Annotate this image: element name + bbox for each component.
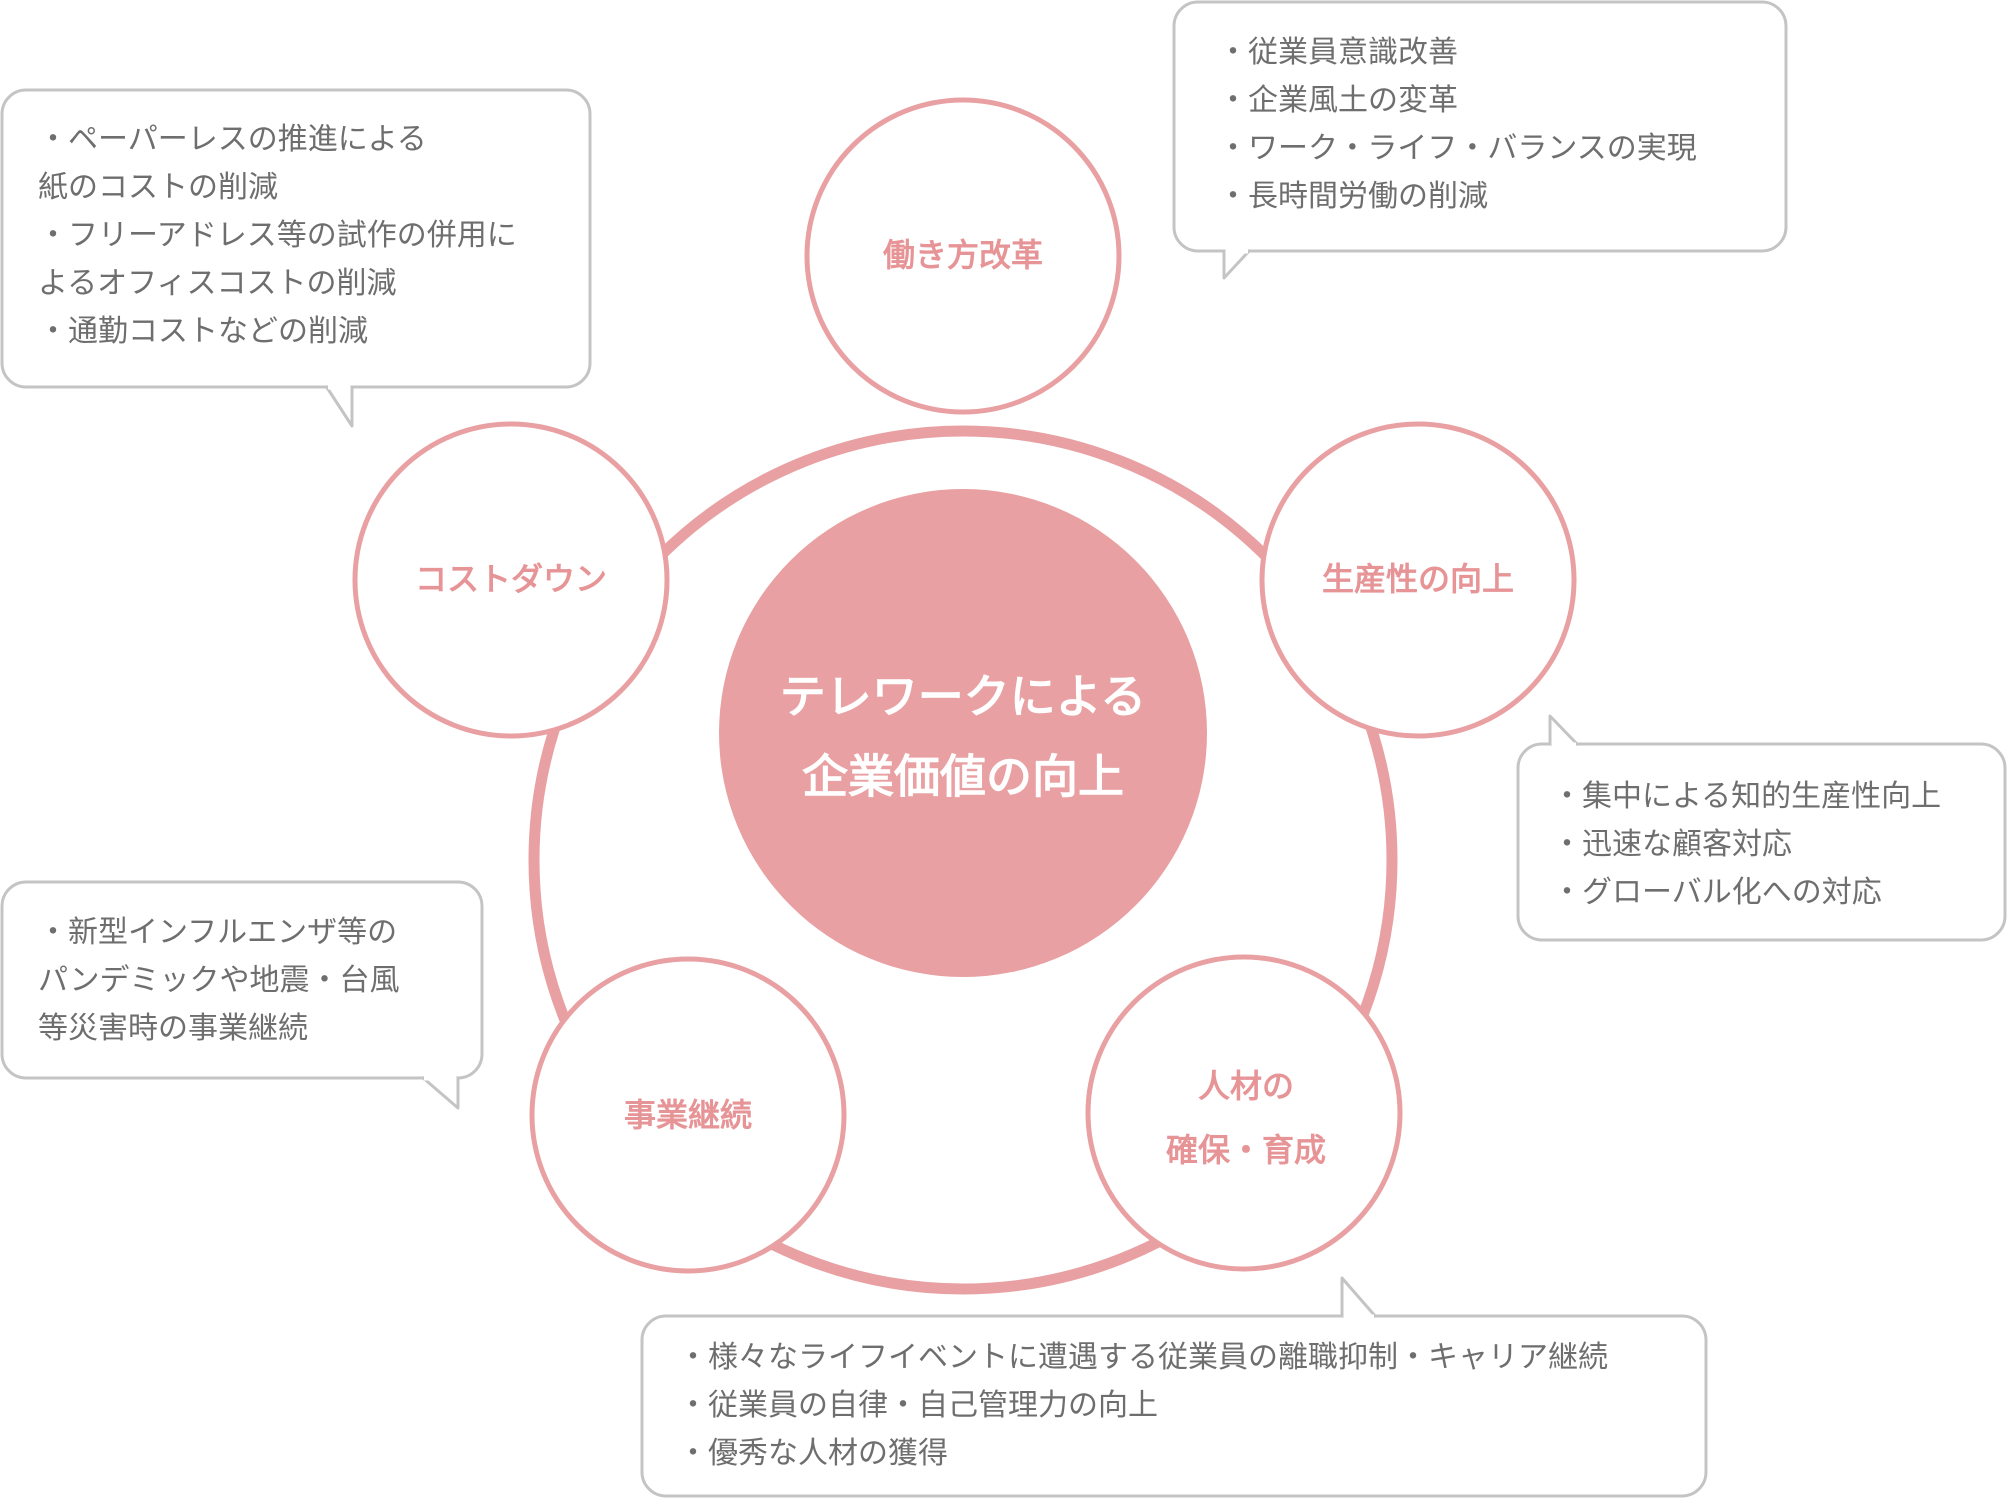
bubble-productivity: ・集中による知的生産性向上 ・迅速な顧客対応 ・グローバル化への対応 xyxy=(1516,714,2007,942)
note-work-style-line4: ・長時間労働の削減 xyxy=(1218,179,1488,214)
node-continuity xyxy=(529,956,847,1274)
note-talent-line1: ・様々なライフイベントに遭遇する従業員の離職抑制・キャリア継続 xyxy=(678,1340,1608,1375)
bubble-talent: ・様々なライフイベントに遭遇する従業員の離職抑制・キャリア継続 ・従業員の自律・… xyxy=(640,1276,1708,1498)
node-work-style xyxy=(804,97,1122,415)
node-work-style-label: 働き方改革 xyxy=(883,236,1043,274)
node-talent-label-line1: 人材の xyxy=(1198,1067,1294,1105)
note-productivity-line2: ・迅速な顧客対応 xyxy=(1552,827,1792,862)
node-continuity-label: 事業継続 xyxy=(624,1096,752,1134)
node-productivity-label: 生産性の向上 xyxy=(1322,560,1514,598)
center-title-line1: テレワークによる xyxy=(780,670,1147,724)
node-talent xyxy=(1085,954,1403,1272)
bubble-continuity: ・新型インフルエンザ等の パンデミックや地震・台風 等災害時の事業継続 xyxy=(0,880,484,1110)
connecting-ring xyxy=(528,425,1398,1295)
node-cost-down-label: コストダウン xyxy=(415,560,607,598)
node-productivity xyxy=(1259,421,1577,739)
note-talent-line3: ・優秀な人材の獲得 xyxy=(678,1436,948,1471)
note-cost-down-line3: ・フリーアドレス等の試作の併用に xyxy=(38,218,517,253)
note-talent-line2: ・従業員の自律・自己管理力の向上 xyxy=(678,1388,1158,1423)
note-cost-down-line2: 紙のコストの削減 xyxy=(38,170,278,205)
note-productivity-line3: ・グローバル化への対応 xyxy=(1552,875,1882,910)
center-circle xyxy=(719,489,1207,977)
note-continuity-line1: ・新型インフルエンザ等の xyxy=(38,915,397,950)
note-continuity-line3: 等災害時の事業継続 xyxy=(38,1011,308,1046)
note-cost-down-line5: ・通勤コストなどの削減 xyxy=(38,314,368,349)
bubble-work-style: ・従業員意識改善 ・企業風土の変革 ・ワーク・ライフ・バランスの実現 ・長時間労… xyxy=(1172,0,1788,280)
note-cost-down-line1: ・ペーパーレスの推進による xyxy=(38,122,427,157)
center-title-line2: 企業価値の向上 xyxy=(802,750,1124,804)
note-work-style-line1: ・従業員意識改善 xyxy=(1218,35,1458,70)
note-cost-down-line4: よるオフィスコストの削減 xyxy=(38,266,397,301)
note-work-style-line3: ・ワーク・ライフ・バランスの実現 xyxy=(1218,131,1697,166)
node-cost-down xyxy=(352,421,670,739)
note-work-style-line2: ・企業風土の変革 xyxy=(1218,83,1458,118)
node-talent-label-line2: 確保・育成 xyxy=(1166,1131,1326,1169)
bubble-cost-down: ・ペーパーレスの推進による 紙のコストの削減 ・フリーアドレス等の試作の併用に … xyxy=(0,88,592,428)
note-productivity-line1: ・集中による知的生産性向上 xyxy=(1552,779,1941,814)
note-continuity-line2: パンデミックや地震・台風 xyxy=(38,963,400,998)
